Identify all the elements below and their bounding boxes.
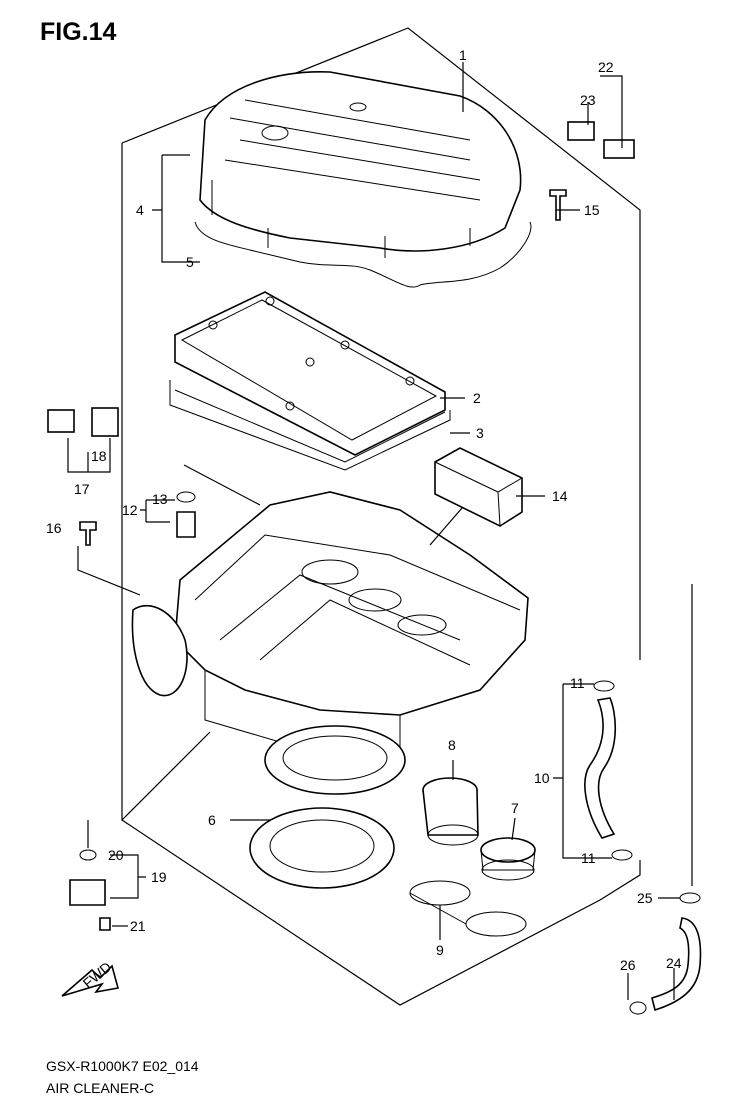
callout-25: 25 (637, 890, 653, 906)
callout-26: 26 (620, 957, 636, 973)
cap-gasket (194, 221, 532, 288)
callout-18: 18 (91, 448, 107, 464)
washer-13 (176, 491, 196, 503)
figure-name: AIR CLEANER-C (46, 1080, 155, 1096)
sensor-18 (47, 409, 75, 433)
clamp-boot (480, 837, 536, 881)
assembly-outline (121, 27, 693, 1006)
callout-13: 13 (152, 491, 168, 507)
callout-1: 1 (459, 47, 467, 63)
hose-clip-lower (611, 849, 633, 861)
bolt-16 (79, 521, 97, 546)
callout-5: 5 (186, 254, 194, 270)
callout-20: 20 (108, 847, 124, 863)
callout-4: 4 (136, 202, 144, 218)
sensor-19 (69, 879, 106, 906)
callout-21: 21 (130, 918, 146, 934)
connector-23 (567, 121, 595, 141)
figure-title: FIG.14 (40, 18, 117, 46)
forward-arrow: FWD (61, 959, 120, 997)
callout-numbers: 1 2 3 4 5 6 7 8 9 10 11 11 12 13 14 15 1… (46, 47, 682, 973)
intake-funnel (422, 777, 479, 846)
callout-9: 9 (436, 942, 444, 958)
sensor-connector-18 (91, 407, 119, 437)
callout-23: 23 (580, 92, 596, 108)
callout-10: 10 (534, 770, 550, 786)
callout-12: 12 (122, 502, 138, 518)
filter-element (174, 291, 446, 456)
sponge-filter (434, 447, 523, 527)
screw-21 (99, 917, 111, 931)
callout-7: 7 (511, 800, 519, 816)
callout-8: 8 (448, 737, 456, 753)
screw-15 (549, 189, 567, 221)
figure-code: GSX-R1000K7 E02_014 (46, 1058, 199, 1074)
drain-clip (679, 892, 701, 904)
callout-15: 15 (584, 202, 600, 218)
leader-lines (67, 62, 680, 1000)
callout-17: 17 (74, 481, 90, 497)
callout-2: 2 (473, 390, 481, 406)
drain-clamp (629, 1001, 647, 1015)
callout-16: 16 (46, 520, 62, 536)
filter-gasket (169, 380, 451, 471)
callout-3: 3 (476, 425, 484, 441)
drain-hose (651, 917, 702, 1012)
plug-12 (176, 511, 196, 538)
coupler-22 (603, 139, 635, 159)
callout-11b: 11 (581, 850, 596, 866)
oring-20 (79, 849, 97, 861)
callout-24: 24 (666, 955, 682, 971)
callout-6: 6 (208, 812, 216, 828)
air-cleaner-cap (199, 71, 522, 258)
callout-14: 14 (552, 488, 568, 504)
callout-11a: 11 (570, 675, 585, 691)
breather-hose (584, 697, 617, 839)
callout-22: 22 (598, 59, 614, 75)
callout-19: 19 (151, 869, 167, 885)
air-cleaner-case (131, 491, 529, 751)
hose-clamps (409, 880, 527, 937)
duct-seal (249, 725, 406, 889)
hose-clip-upper (593, 680, 615, 692)
